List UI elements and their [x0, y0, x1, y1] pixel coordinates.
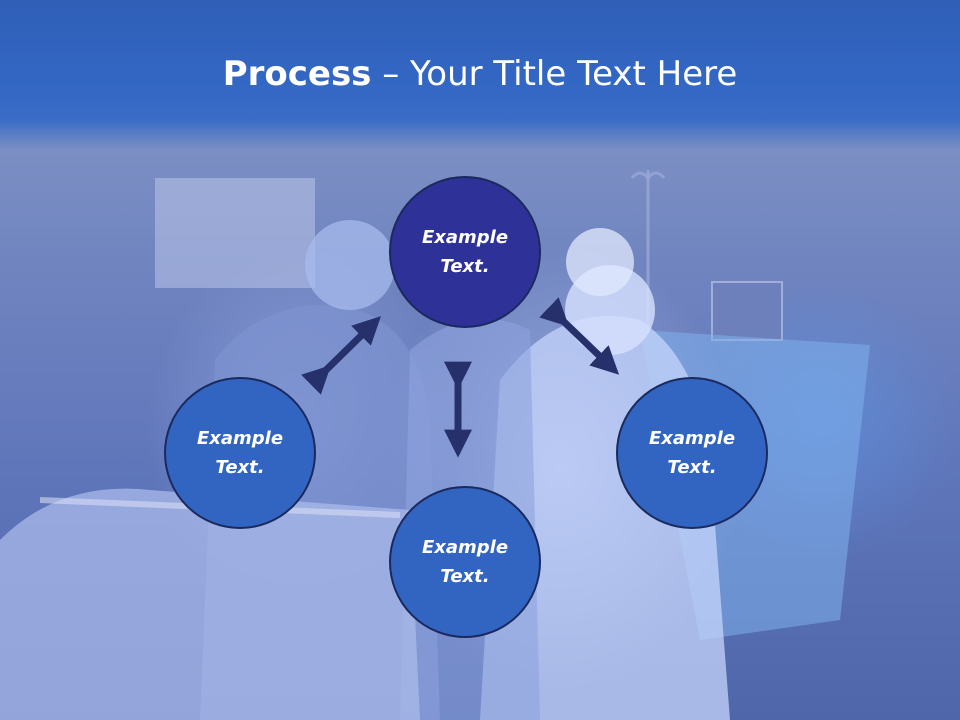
node-label: Example Text. — [648, 428, 736, 478]
node-label: Example Text. — [196, 428, 284, 478]
instrument-table — [0, 488, 420, 720]
monitor — [711, 281, 783, 341]
title-rest: – Your Title Text Here — [371, 54, 738, 94]
node-label: Example Text. — [421, 227, 509, 277]
double-headed-arrow-icon — [539, 297, 620, 375]
double-headed-arrow-icon — [301, 316, 381, 395]
node-label: Example Text. — [421, 537, 509, 587]
process-node-right[interactable]: Example Text. — [616, 377, 768, 529]
slide-title: Process – Your Title Text Here — [0, 52, 960, 96]
process-node-top[interactable]: Example Text. — [389, 176, 541, 328]
title-bold: Process — [222, 54, 372, 94]
process-node-left[interactable]: Example Text. — [164, 377, 316, 529]
wall-window — [155, 178, 315, 288]
title-band — [0, 0, 960, 150]
process-node-center[interactable]: Example Text. — [389, 486, 541, 638]
